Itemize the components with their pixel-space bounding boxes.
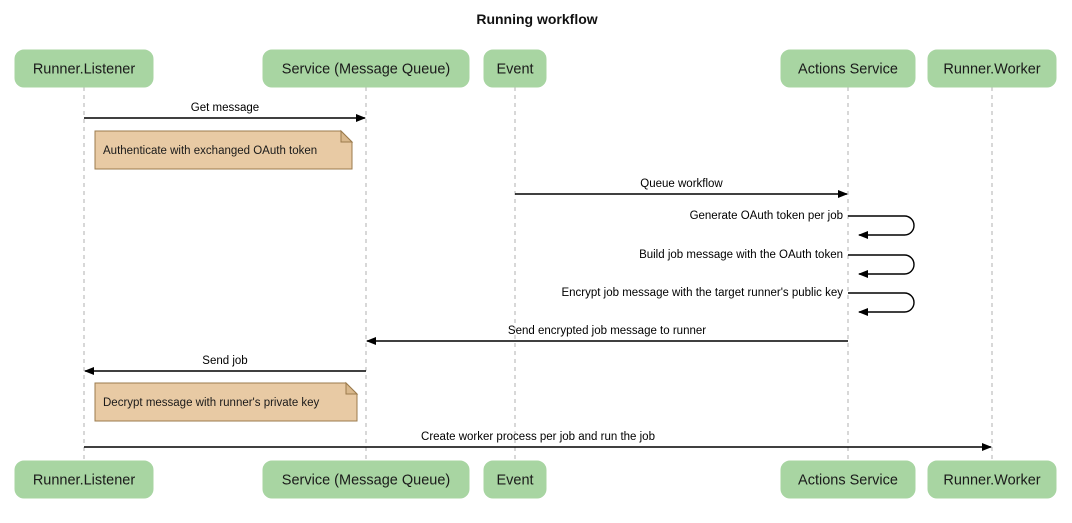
participant-label: Service (Message Queue) <box>282 61 450 77</box>
message-label: Send encrypted job message to runner <box>508 325 706 337</box>
message-create-worker-process-per-job-and-run-the-job: Create worker process per job and run th… <box>84 431 992 451</box>
note-fold-corner-icon <box>345 381 359 395</box>
participant-label: Actions Service <box>798 61 898 77</box>
self-loop-path <box>848 254 915 278</box>
participant-box <box>927 49 1057 88</box>
note-authenticate-with-exchanged-oauth-token: Authenticate with exchanged OAuth token <box>94 129 354 170</box>
lifelines <box>83 87 993 461</box>
participant-event-bottom[interactable]: Event <box>483 460 547 499</box>
participant-service-message-queue-top[interactable]: Service (Message Queue) <box>262 49 470 88</box>
message-build-job-message-with-the-oauth-token: Build job message with the OAuth token <box>639 249 915 278</box>
message-queue-workflow: Queue workflow <box>515 178 848 198</box>
participant-label: Event <box>496 472 533 488</box>
participant-label: Service (Message Queue) <box>282 472 450 488</box>
participant-label: Runner.Listener <box>33 472 136 488</box>
message-label: Encrypt job message with the target runn… <box>561 287 843 299</box>
note-fold-corner-icon <box>340 129 354 143</box>
message-label: Get message <box>191 102 259 114</box>
participant-label: Event <box>496 61 533 77</box>
participant-box <box>483 49 547 88</box>
message-get-message: Get message <box>84 102 366 122</box>
participant-box <box>780 460 916 499</box>
message-label: Queue workflow <box>640 178 723 190</box>
participant-box <box>483 460 547 499</box>
participant-box <box>927 460 1057 499</box>
participants-bottom: Runner.Listener Service (Message Queue) Ev… <box>14 460 1057 499</box>
self-loop-path <box>848 292 915 316</box>
message-encrypt-job-message-with-the-target-runners-public-key: Encrypt job message with the target runn… <box>561 287 915 316</box>
message-generate-oauth-token-per-job: Generate OAuth token per job <box>690 210 915 239</box>
message-label: Send job <box>202 355 247 367</box>
participant-label: Runner.Listener <box>33 61 136 77</box>
participant-label: Actions Service <box>798 472 898 488</box>
participant-runner-worker-top[interactable]: Runner.Worker <box>927 49 1057 88</box>
note-label: Authenticate with exchanged OAuth token <box>103 145 317 157</box>
note-body <box>94 382 358 422</box>
participant-box <box>262 460 470 499</box>
participants-top: Runner.Listener Service (Message Queue) Ev… <box>14 49 1057 88</box>
participant-box <box>14 49 154 88</box>
page-title: Running workflow <box>476 11 597 27</box>
message-send-job: Send job <box>84 355 366 375</box>
note-decrypt-message-with-runners-private-key: Decrypt message with runner's private ke… <box>94 381 359 422</box>
self-loop-path <box>848 215 915 239</box>
participant-service-message-queue-bottom[interactable]: Service (Message Queue) <box>262 460 470 499</box>
participant-label: Runner.Worker <box>943 61 1040 77</box>
participant-box <box>262 49 470 88</box>
participant-actions-service-top[interactable]: Actions Service <box>780 49 916 88</box>
message-label: Generate OAuth token per job <box>690 210 843 222</box>
message-send-encrypted-job-message-to-runner: Send encrypted job message to runner <box>366 325 848 345</box>
note-label: Decrypt message with runner's private ke… <box>103 397 320 409</box>
note-body <box>94 130 353 170</box>
participant-actions-service-bottom[interactable]: Actions Service <box>780 460 916 499</box>
participant-runner-listener-top[interactable]: Runner.Listener <box>14 49 154 88</box>
participant-runner-worker-bottom[interactable]: Runner.Worker <box>927 460 1057 499</box>
message-label: Build job message with the OAuth token <box>639 249 843 261</box>
notes: Authenticate with exchanged OAuth tokenD… <box>94 129 359 422</box>
participant-event-top[interactable]: Event <box>483 49 547 88</box>
participant-box <box>780 49 916 88</box>
participant-label: Runner.Worker <box>943 472 1040 488</box>
message-label: Create worker process per job and run th… <box>421 431 655 443</box>
participant-box <box>14 460 154 499</box>
participant-runner-listener-bottom[interactable]: Runner.Listener <box>14 460 154 499</box>
